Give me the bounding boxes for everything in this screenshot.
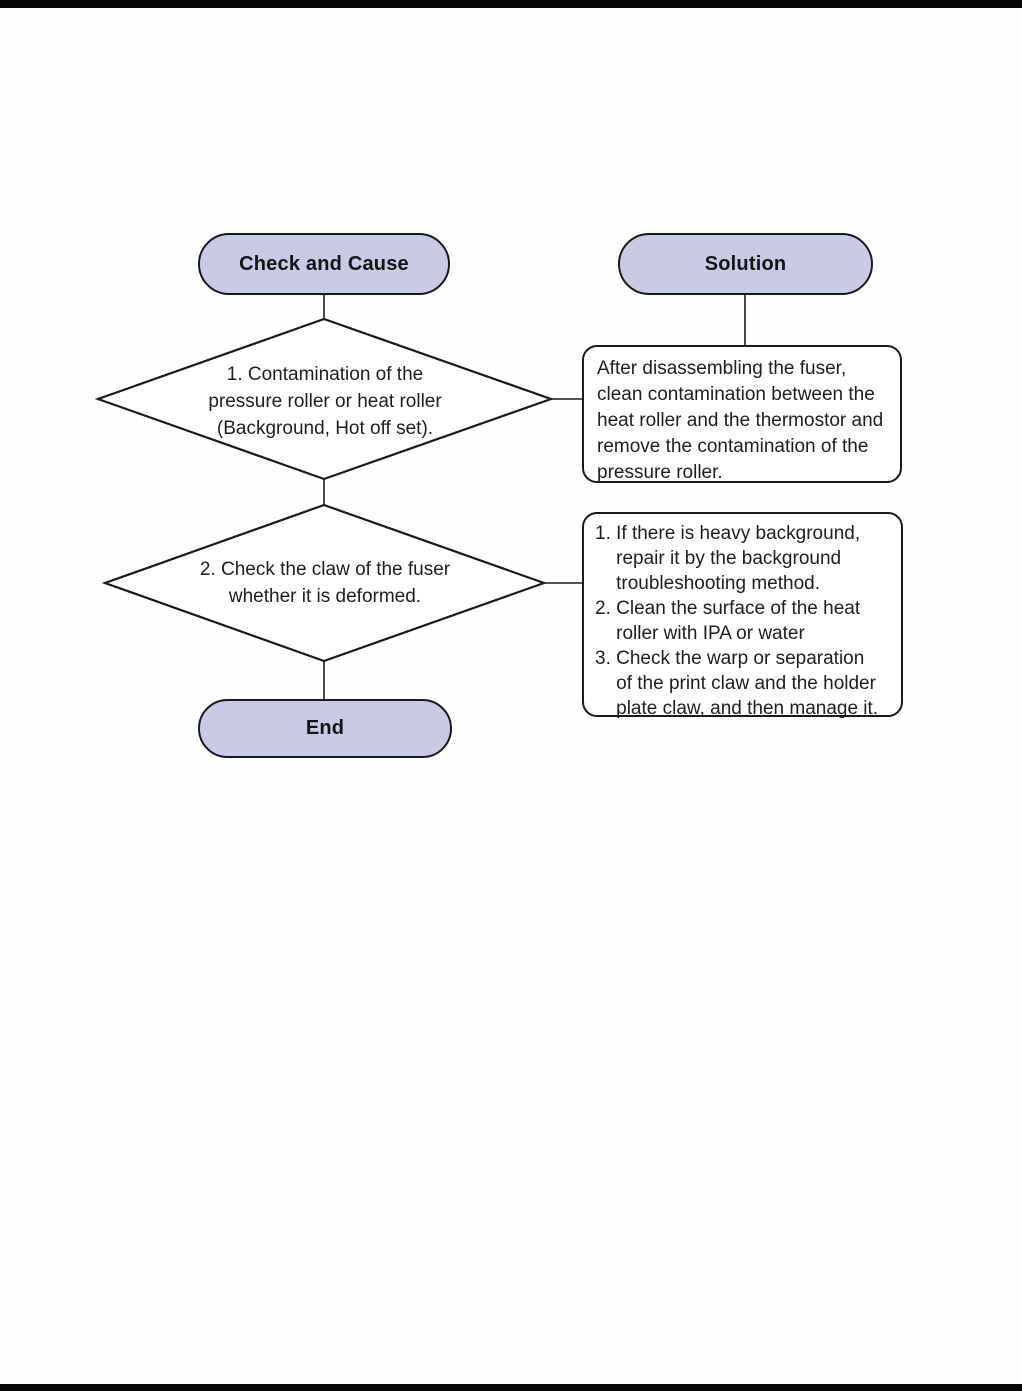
- decision-2-text: 2. Check the claw of the fuser whether i…: [199, 559, 451, 607]
- terminal-solution: Solution: [618, 233, 873, 295]
- solution-2-box: 1. If there is heavy background, repair …: [582, 512, 903, 719]
- decision-1-diamond: [94, 317, 555, 481]
- terminal-end-label: End: [305, 717, 345, 739]
- decision-1-text: 1. Contamination of the pressure roller …: [208, 364, 442, 439]
- decision-2-diamond: [101, 503, 548, 663]
- solution-1-box: After disassembling the fuser, clean con…: [582, 345, 902, 483]
- page-top-rule: [0, 0, 1022, 8]
- page-bottom-rule: [0, 1384, 1022, 1391]
- terminal-check-and-cause: Check and Cause: [198, 233, 450, 295]
- terminal-solution-label: Solution: [704, 252, 787, 275]
- terminal-check-and-cause-label: Check and Cause: [239, 252, 409, 275]
- terminal-end: End: [198, 699, 452, 758]
